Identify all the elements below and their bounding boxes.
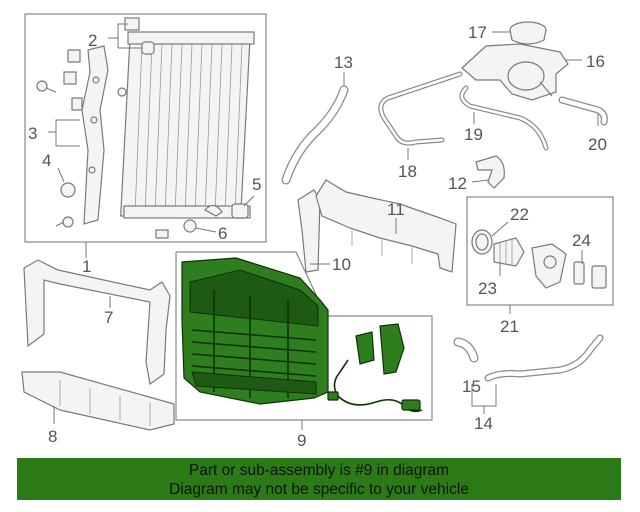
banner-line-1: Part or sub-assembly is #9 in diagram xyxy=(188,462,450,479)
callout-3: 3 xyxy=(28,124,37,143)
radiator xyxy=(120,31,255,219)
callout-22: 22 xyxy=(510,205,529,224)
group-9-box xyxy=(175,251,433,421)
part-11-baffle xyxy=(315,179,457,273)
callout-5: 5 xyxy=(252,175,261,194)
part-17-cap xyxy=(509,21,547,45)
callout-19: 19 xyxy=(464,125,483,144)
callout-8: 8 xyxy=(48,427,57,446)
callout-17: 17 xyxy=(468,23,487,42)
callout-15: 15 xyxy=(462,377,481,396)
part-12-hose xyxy=(475,155,505,189)
group-21-box xyxy=(466,196,614,306)
callout-14: 14 xyxy=(474,414,493,433)
callout-24: 24 xyxy=(572,231,591,250)
callout-2: 2 xyxy=(88,31,97,50)
part-15-hose xyxy=(453,337,479,363)
part-16-reservoir xyxy=(461,43,569,101)
callout-13: 13 xyxy=(334,53,353,72)
part-8-deflector xyxy=(21,371,175,431)
callout-16: 16 xyxy=(586,52,605,71)
part-18-pipe xyxy=(378,71,463,146)
callout-9: 9 xyxy=(297,431,306,450)
radiator-group-box xyxy=(24,13,267,243)
callout-11: 11 xyxy=(387,200,405,219)
callout-7: 7 xyxy=(104,308,113,327)
leader-12 xyxy=(471,179,489,183)
part-9-shutter-assembly[interactable] xyxy=(181,257,329,405)
callout-23: 23 xyxy=(478,279,497,298)
callout-20: 20 xyxy=(588,135,607,154)
callout-labels: 1 2 3 4 5 6 7 8 9 10 11 12 13 14 15 16 1… xyxy=(28,23,607,450)
callout-21: 21 xyxy=(500,317,519,336)
part-10-deflector xyxy=(297,189,321,273)
callout-10: 10 xyxy=(332,255,351,274)
callout-12: 12 xyxy=(448,174,467,193)
leader-22 xyxy=(491,221,509,237)
group-21-parts xyxy=(471,229,607,289)
radiator-bracket xyxy=(81,45,109,225)
part-9-wiring-harness[interactable] xyxy=(327,323,423,413)
radiator-leader-lines xyxy=(48,23,255,258)
callout-4: 4 xyxy=(42,151,51,170)
callout-6: 6 xyxy=(218,224,227,243)
radiator-small-parts xyxy=(36,17,249,239)
part-14-pipe xyxy=(484,334,604,382)
info-banner: Part or sub-assembly is #9 in diagram Di… xyxy=(17,458,621,500)
part-19-hose xyxy=(459,85,549,151)
callout-1: 1 xyxy=(82,257,91,276)
part-20-hose xyxy=(558,96,608,126)
banner-line-2: Diagram may not be specific to your vehi… xyxy=(169,481,469,498)
part-13-hose xyxy=(281,85,349,185)
part-7-frame xyxy=(23,259,171,386)
callout-18: 18 xyxy=(398,162,417,181)
